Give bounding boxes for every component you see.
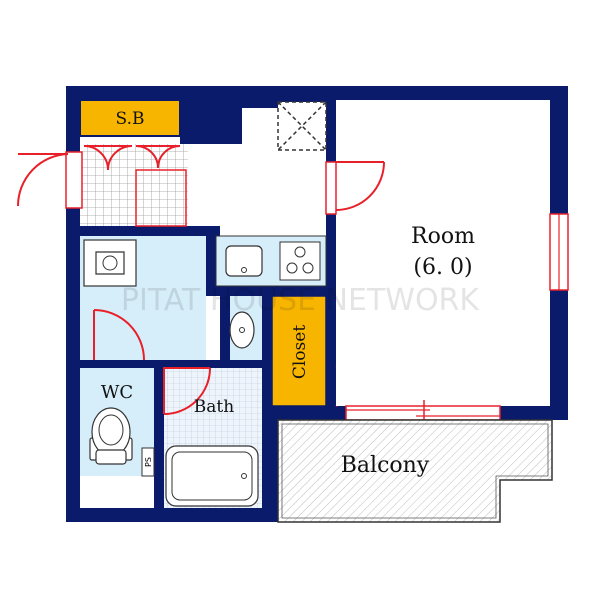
room-label: Room: [411, 224, 475, 249]
room-size: (6. 0): [413, 255, 472, 280]
storage-label: S.B: [116, 109, 145, 129]
bath-door[interactable]: [163, 367, 211, 415]
watermark: PITAT HOUSE NETWORK: [121, 283, 480, 318]
closet: [271, 295, 327, 407]
room-door[interactable]: [325, 161, 385, 215]
balcony-label: Balcony: [341, 453, 430, 478]
storage-doors: [83, 145, 181, 171]
kitchen-counter: [215, 235, 327, 287]
vent-box: [277, 101, 327, 151]
ps-label: PS: [144, 457, 153, 467]
pipe-space: [141, 447, 155, 477]
washbasin: [229, 296, 262, 360]
balcony: [277, 419, 553, 523]
bathtub-icon: [165, 445, 259, 507]
wc-label: WC: [101, 382, 133, 403]
toilet-icon: [89, 407, 133, 465]
storage-sb: [79, 99, 181, 137]
washing-machine-icon: [83, 239, 137, 287]
washbasin-icon: [229, 311, 255, 349]
kitchen-sink-icon: [225, 245, 263, 277]
balcony-sliding-door[interactable]: [345, 400, 501, 426]
stove-icon: [279, 241, 321, 281]
bath-label: Bath: [194, 397, 234, 417]
washroom-door[interactable]: [93, 309, 145, 361]
closet-label: Closet: [290, 325, 310, 379]
entrance-door[interactable]: [17, 151, 83, 209]
corridor: [188, 144, 326, 226]
main-room: [336, 100, 550, 406]
entrance-step: [135, 169, 187, 227]
interior-walls: [80, 100, 336, 522]
